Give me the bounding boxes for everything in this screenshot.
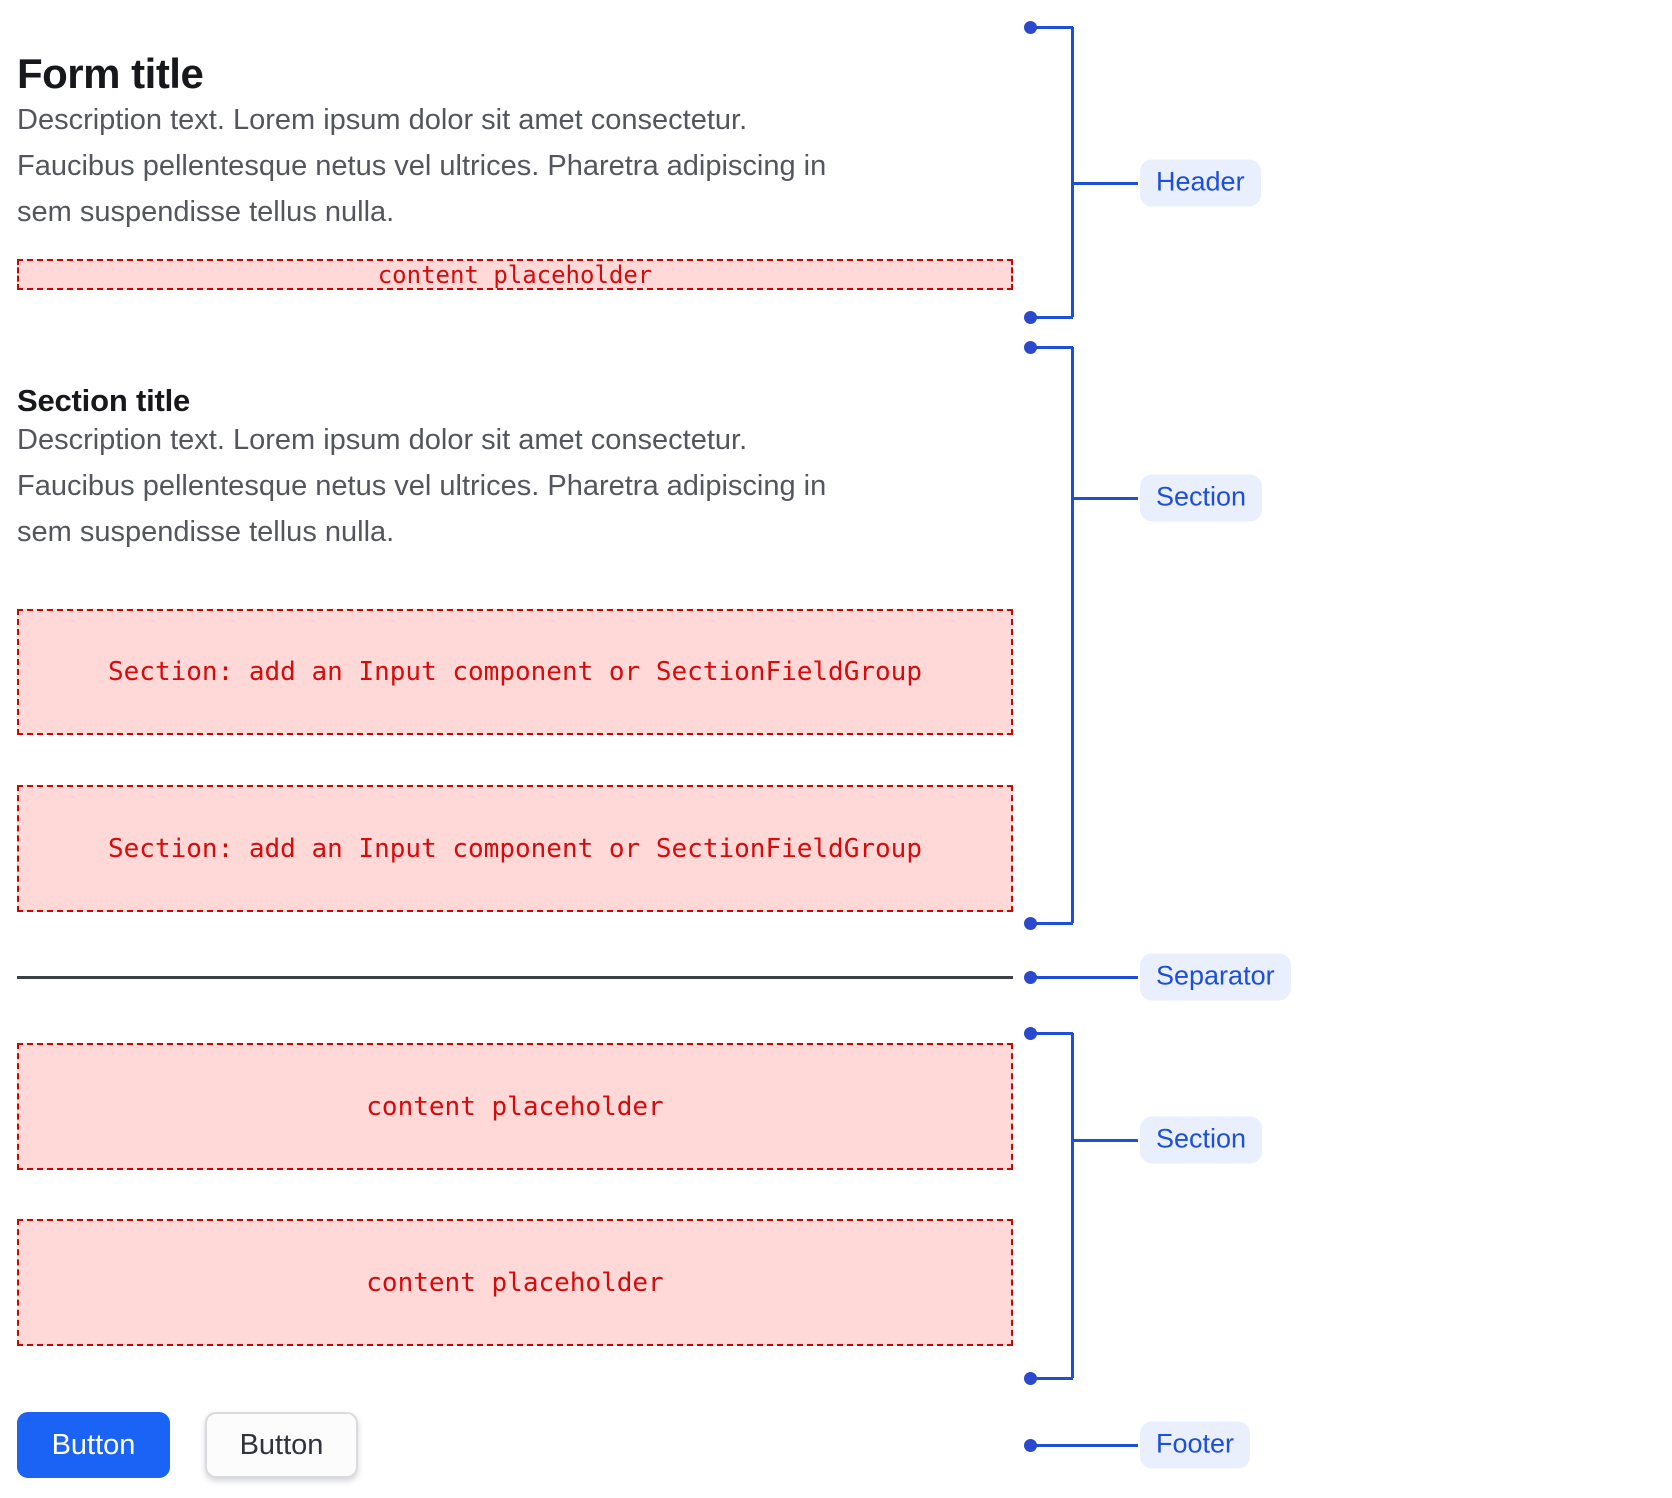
form-description-line: Faucibus pellentesque netus vel ultrices… — [17, 150, 827, 182]
section-label-connector — [1072, 1138, 1138, 1142]
header-bracket-tie — [1030, 315, 1073, 319]
section-bracket-tie — [1030, 1031, 1073, 1035]
secondary-button[interactable]: Button — [205, 1412, 358, 1478]
section-content-placeholder: content placeholder — [17, 1219, 1013, 1346]
anchor-dot — [1023, 310, 1037, 324]
section-input-slot-placeholder: Section: add an Input component or Secti… — [17, 785, 1013, 912]
anchor-dot — [1023, 340, 1037, 354]
footer-label-connector — [1030, 1443, 1138, 1447]
header-content-placeholder: content placeholder — [17, 259, 1013, 290]
form-title: Form title — [17, 50, 204, 98]
anchor-dot — [1023, 1026, 1037, 1040]
section-description: Description text. Lorem ipsum dolor sit … — [17, 417, 937, 555]
primary-button[interactable]: Button — [17, 1412, 170, 1478]
section-input-slot-placeholder: Section: add an Input component or Secti… — [17, 609, 1013, 735]
section-bracket-line — [1071, 1033, 1074, 1378]
section-description-line: sem suspendisse tellus nulla. — [17, 516, 395, 548]
anchor-dot — [1023, 1438, 1037, 1452]
header-bracket-line — [1071, 27, 1074, 317]
section-label-connector — [1072, 496, 1138, 500]
form-description: Description text. Lorem ipsum dolor sit … — [17, 97, 937, 235]
header-label-connector — [1072, 181, 1138, 185]
anchor-dot — [1023, 20, 1037, 34]
separator-annotation-label: Separator — [1140, 953, 1291, 1001]
section-bracket-line — [1071, 347, 1074, 923]
section-description-line: Faucibus pellentesque netus vel ultrices… — [17, 470, 827, 502]
header-annotation-label: Header — [1140, 159, 1261, 207]
anchor-dot — [1023, 1371, 1037, 1385]
section-title: Section title — [17, 382, 191, 418]
section-annotation-label: Section — [1140, 1116, 1263, 1164]
separator-rule — [17, 976, 1013, 979]
form-description-line: Description text. Lorem ipsum dolor sit … — [17, 104, 748, 136]
separator-label-connector — [1030, 975, 1138, 979]
header-bracket-tie — [1030, 25, 1073, 29]
footer-annotation-label: Footer — [1140, 1421, 1251, 1469]
form-description-line: sem suspendisse tellus nulla. — [17, 196, 395, 228]
section-annotation-label: Section — [1140, 474, 1263, 522]
anchor-dot — [1023, 970, 1037, 984]
section-bracket-tie — [1030, 921, 1073, 925]
section-content-placeholder: content placeholder — [17, 1043, 1013, 1170]
anchor-dot — [1023, 916, 1037, 930]
section-bracket-tie — [1030, 1376, 1073, 1380]
section-description-line: Description text. Lorem ipsum dolor sit … — [17, 424, 748, 456]
section-bracket-tie — [1030, 345, 1073, 349]
